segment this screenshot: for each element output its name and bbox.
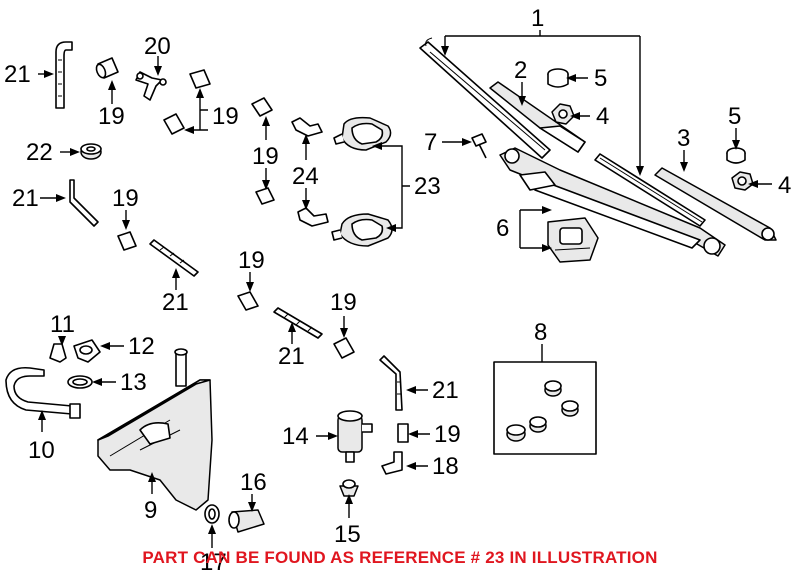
callout-19f: 19 — [330, 289, 357, 316]
callout-12: 12 — [128, 333, 155, 360]
callout-10: 10 — [28, 437, 55, 464]
callout-17: 17 — [200, 549, 227, 575]
elbow-24b — [297, 207, 329, 227]
connector-19i — [397, 423, 409, 443]
clamp-13 — [67, 375, 93, 389]
connector-19e — [251, 97, 273, 117]
callout-23: 23 — [414, 173, 441, 200]
callout-24: 24 — [292, 163, 319, 190]
hose-21a — [55, 41, 73, 109]
wiper-linkage — [499, 147, 726, 257]
washer-reservoir — [97, 348, 213, 511]
nut-4a — [551, 103, 575, 125]
connector-19d — [117, 231, 137, 251]
connector-19h — [333, 337, 355, 359]
grommet-kit-8 — [493, 361, 597, 455]
callout-21c: 21 — [162, 289, 189, 316]
callout-8: 8 — [534, 319, 547, 346]
cap-11 — [49, 343, 67, 363]
cap-5a — [547, 68, 569, 88]
cap-5b — [726, 147, 746, 164]
callout-5b: 5 — [728, 103, 741, 130]
callout-19a: 19 — [98, 103, 125, 130]
wiper-motor — [547, 217, 599, 263]
callout-4a: 4 — [596, 103, 609, 130]
callout-4b: 4 — [778, 172, 791, 199]
callout-18: 18 — [432, 453, 459, 480]
washer-nozzle-upper — [333, 116, 392, 151]
callout-14: 14 — [282, 423, 309, 450]
wiper-arm-2 — [489, 81, 586, 153]
filler-neck-12 — [73, 339, 101, 363]
callout-7: 7 — [424, 129, 437, 156]
callout-3: 3 — [677, 125, 690, 152]
callout-2: 2 — [514, 57, 527, 84]
nut-4b — [731, 171, 754, 191]
connector-19b — [189, 69, 211, 89]
hose-21d — [273, 307, 323, 339]
callout-22: 22 — [26, 139, 53, 166]
washer-pump-14 — [337, 410, 373, 463]
hose-21e — [379, 355, 403, 411]
sensor-16 — [228, 509, 265, 533]
connector-19f — [255, 187, 275, 205]
elbow-24a — [291, 117, 323, 137]
hose-21b — [69, 179, 99, 227]
washer-nozzle-lower — [331, 213, 393, 247]
callout-6: 6 — [496, 215, 509, 242]
callout-5a: 5 — [594, 65, 607, 92]
wiper-arm-3 — [654, 167, 777, 241]
wiper-blade-right — [594, 153, 706, 227]
callout-19g: 19 — [434, 421, 461, 448]
callout-19b: 19 — [212, 103, 239, 130]
callout-1: 1 — [531, 5, 544, 32]
callout-21d: 21 — [278, 343, 305, 370]
hose-21c — [149, 239, 199, 277]
connector-19g — [237, 291, 259, 311]
connector-19c — [163, 113, 185, 135]
seal-17 — [204, 504, 220, 524]
grommet-15 — [339, 479, 359, 497]
grommet-22 — [80, 143, 102, 160]
bolt-7 — [471, 133, 487, 159]
callout-20: 20 — [144, 33, 171, 60]
callout-11: 11 — [50, 311, 75, 338]
callout-19c: 19 — [252, 143, 279, 170]
callout-15: 15 — [334, 521, 361, 548]
callout-21a: 21 — [4, 61, 31, 88]
callout-9: 9 — [144, 497, 157, 524]
callout-21e: 21 — [432, 377, 459, 404]
reference-note: PART CAN BE FOUND AS REFERENCE # 23 IN I… — [142, 548, 658, 567]
callout-19d: 19 — [112, 185, 139, 212]
connector-19a — [95, 57, 119, 79]
callout-21b: 21 — [12, 185, 39, 212]
connector-20 — [135, 71, 167, 101]
callout-13: 13 — [120, 369, 147, 396]
callout-19e: 19 — [238, 247, 265, 274]
callout-16: 16 — [240, 469, 267, 496]
fill-hose-10 — [5, 366, 81, 419]
elbow-18 — [381, 451, 403, 475]
wiper-blade-left — [419, 37, 551, 159]
